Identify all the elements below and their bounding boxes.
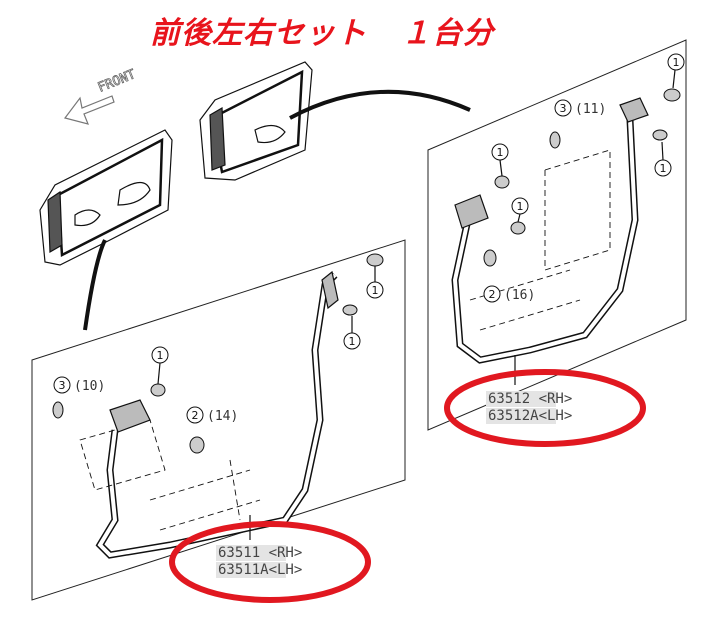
callout-1-front-c: 1 <box>151 346 169 385</box>
clip-icon <box>52 253 384 454</box>
svg-text:3: 3 <box>560 102 567 115</box>
rear-leader-curve <box>289 89 471 120</box>
title-set-text: 前後左右セット <box>150 16 367 51</box>
svg-text:(16): (16) <box>504 288 535 303</box>
callout-2-front: 2 (14) <box>186 406 238 424</box>
callout-2-rear: 2 (16) <box>483 285 535 303</box>
svg-text:3: 3 <box>59 379 66 392</box>
front-leader-curve <box>83 239 107 331</box>
rear-part-highlight-ellipse <box>444 369 646 447</box>
front-parts-panel: 1 1 1 3 (10) 2 (14) 63511 <RH> 63511A<LH… <box>31 239 406 603</box>
callout-1-front-b: 1 <box>343 316 361 350</box>
callout-1-front-a: 1 <box>366 266 384 299</box>
svg-text:1: 1 <box>517 200 524 213</box>
page-title: 前後左右セット １台分 <box>150 8 570 51</box>
rear-part-number-lh: 63512A<LH> <box>488 408 572 424</box>
callout-3-front: 3 (10) <box>53 376 105 394</box>
door-overview: FRONT <box>39 61 471 331</box>
clip-icon-rear <box>483 88 681 267</box>
svg-text:1: 1 <box>157 349 164 362</box>
svg-text:(14): (14) <box>207 409 238 424</box>
svg-text:2: 2 <box>489 288 496 301</box>
rear-parts-panel: 1 1 1 1 3 (11) 2 (16) <box>427 39 687 447</box>
front-arrow-icon <box>63 95 115 125</box>
rear-door-illustration <box>199 61 313 181</box>
front-part-number-lh: 63511A<LH> <box>218 562 302 578</box>
svg-text:1: 1 <box>673 56 680 69</box>
title-quantity-text: １台分 <box>401 16 494 51</box>
front-door-illustration <box>39 129 173 266</box>
svg-text:(10): (10) <box>74 379 105 394</box>
callout-3-rear: 3 (11) <box>554 99 606 117</box>
callout-1-rear-c: 1 <box>491 143 509 177</box>
svg-text:2: 2 <box>192 409 199 422</box>
front-part-number-rh: 63511 <RH> <box>218 545 302 561</box>
callout-1-rear-b: 1 <box>654 141 672 177</box>
svg-text:1: 1 <box>497 146 504 159</box>
front-part-highlight-ellipse <box>169 521 371 603</box>
callout-1-rear-d: 1 <box>511 197 529 223</box>
callout-1-rear-a: 1 <box>667 53 685 89</box>
svg-text:(11): (11) <box>575 102 606 117</box>
svg-text:1: 1 <box>660 162 667 175</box>
front-label: FRONT <box>96 67 138 96</box>
rear-part-number-rh: 63512 <RH> <box>488 391 572 407</box>
svg-text:1: 1 <box>372 284 379 297</box>
svg-text:1: 1 <box>349 335 356 348</box>
